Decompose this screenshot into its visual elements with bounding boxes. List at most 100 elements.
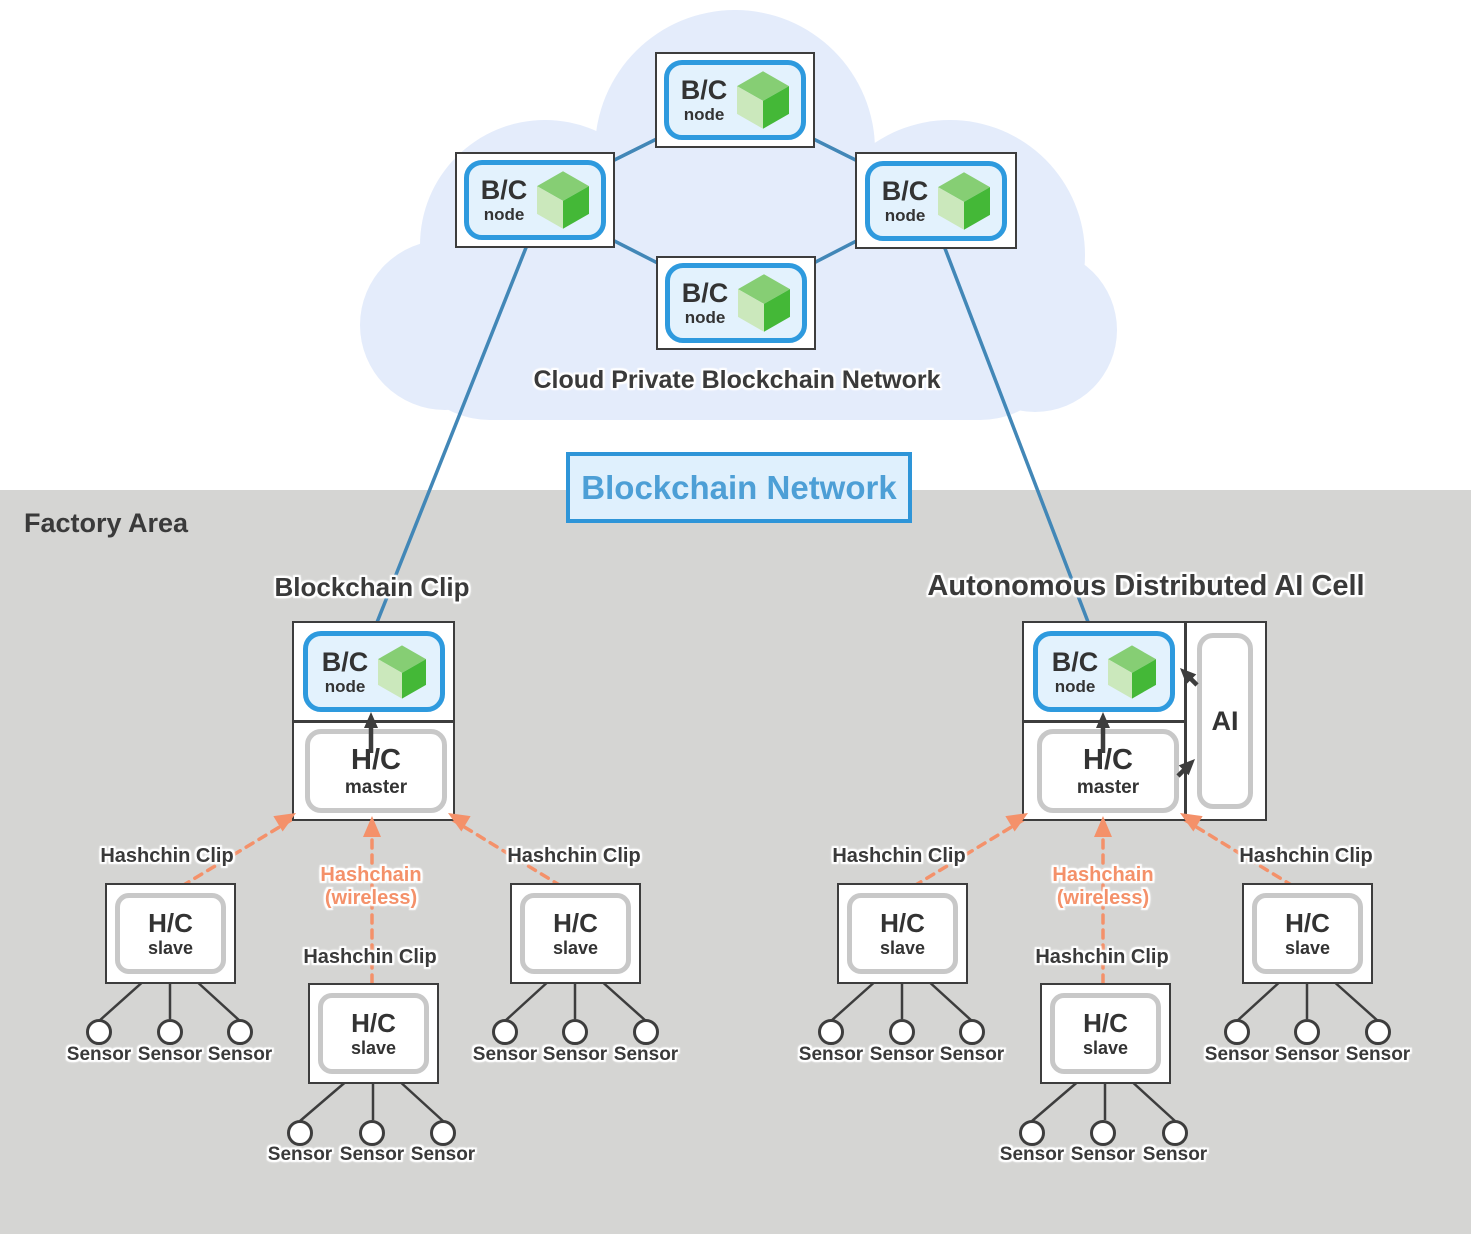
ai-box: AI bbox=[1197, 633, 1253, 809]
hc-slave-panel: H/C slave bbox=[115, 893, 226, 974]
sensor-label: Sensor bbox=[66, 1044, 132, 1065]
sensor-node bbox=[430, 1120, 456, 1146]
blockchain-cube-icon bbox=[737, 71, 790, 129]
ai-cell-title: Autonomous Distributed AI Cell bbox=[927, 570, 1365, 602]
blockchain-cube-icon bbox=[378, 644, 427, 699]
hc-label: H/C bbox=[148, 908, 193, 938]
sensor-label: Sensor bbox=[999, 1144, 1065, 1165]
bc-node-label: B/C node bbox=[321, 646, 369, 696]
sensor-node bbox=[157, 1019, 183, 1045]
hc-slave-sublabel: slave bbox=[1284, 938, 1331, 958]
sensor-label: Sensor bbox=[1345, 1044, 1411, 1065]
hashchain-wireless-label: Hashchain (wireless) bbox=[320, 864, 421, 910]
bc-sublabel: node bbox=[324, 676, 366, 696]
bc-label: B/C bbox=[681, 278, 729, 308]
bc-label: B/C bbox=[480, 175, 528, 205]
cell-divider bbox=[294, 720, 453, 723]
bc-sublabel: node bbox=[683, 105, 725, 124]
hc-label: H/C bbox=[1083, 743, 1133, 776]
sensor-node bbox=[287, 1120, 313, 1146]
cloud-bc-node-bottom: B/C node bbox=[656, 256, 816, 350]
sensor-node bbox=[1294, 1019, 1320, 1045]
bc-node-panel: B/C node bbox=[303, 631, 445, 712]
sensor-node bbox=[1365, 1019, 1391, 1045]
bc-label: B/C bbox=[881, 175, 929, 206]
sensor-label: Sensor bbox=[1204, 1044, 1270, 1065]
ai-cell-box: B/C node H/C master AI bbox=[1022, 621, 1267, 821]
sensor-node bbox=[1162, 1120, 1188, 1146]
bc-sublabel: node bbox=[1054, 676, 1096, 696]
blockchain-cube-icon bbox=[938, 171, 991, 230]
bc-node-label: B/C node bbox=[1051, 646, 1099, 696]
hashchin-clip-label: Hashchin Clip bbox=[1239, 845, 1373, 867]
bc-node-panel: B/C node bbox=[665, 263, 807, 343]
sensor-node bbox=[959, 1019, 985, 1045]
hc-slave-box: H/C slave bbox=[105, 883, 236, 984]
bc-sublabel: node bbox=[884, 205, 926, 225]
sensor-label: Sensor bbox=[472, 1044, 538, 1065]
cloud-bc-node-left: B/C node bbox=[455, 152, 615, 248]
bc-node-panel: B/C node bbox=[664, 60, 806, 140]
hc-slave-panel: H/C slave bbox=[1050, 993, 1161, 1074]
bc-sublabel: node bbox=[684, 308, 726, 327]
bc-node-panel: B/C node bbox=[865, 160, 1007, 241]
hashchin-clip-label: Hashchin Clip bbox=[507, 845, 641, 867]
sensor-node bbox=[492, 1019, 518, 1045]
bc-label: B/C bbox=[321, 646, 369, 677]
sensor-label: Sensor bbox=[1274, 1044, 1340, 1065]
bc-node-label: B/C node bbox=[480, 175, 528, 224]
bc-sublabel: node bbox=[483, 205, 525, 224]
hashchain-wireless-line2: (wireless) bbox=[324, 887, 418, 909]
sensor-node bbox=[1090, 1120, 1116, 1146]
hc-master-box: H/C master bbox=[305, 729, 447, 813]
sensor-label: Sensor bbox=[869, 1044, 935, 1065]
hashchain-wireless-line1: Hashchain bbox=[1052, 864, 1154, 886]
hc-slave-box: H/C slave bbox=[308, 983, 439, 1084]
bc-label: B/C bbox=[680, 75, 728, 105]
hashchain-wireless-line1: Hashchain bbox=[320, 864, 422, 886]
bc-node-label: B/C node bbox=[681, 278, 729, 327]
hc-label: H/C bbox=[880, 908, 925, 938]
hc-slave-box: H/C slave bbox=[837, 883, 968, 984]
hc-slave-panel: H/C slave bbox=[1252, 893, 1363, 974]
hc-slave-box: H/C slave bbox=[510, 883, 641, 984]
hc-master-sublabel: master bbox=[344, 776, 408, 798]
sensor-node bbox=[359, 1120, 385, 1146]
hc-slave-sublabel: slave bbox=[552, 938, 599, 958]
hc-slave-sublabel: slave bbox=[147, 938, 194, 958]
sensor-node bbox=[818, 1019, 844, 1045]
hc-master-box: H/C master bbox=[1037, 729, 1179, 813]
sensor-label: Sensor bbox=[939, 1044, 1005, 1065]
ai-label: AI bbox=[1211, 705, 1239, 736]
cell-divider bbox=[1184, 623, 1187, 819]
cloud-bc-node-top: B/C node bbox=[655, 52, 815, 148]
hc-slave-sublabel: slave bbox=[350, 1038, 397, 1058]
hc-slave-panel: H/C slave bbox=[318, 993, 429, 1074]
hc-label: H/C bbox=[1285, 908, 1330, 938]
cloud-bc-node-right: B/C node bbox=[855, 152, 1017, 249]
bc-label: B/C bbox=[1051, 646, 1099, 677]
hc-slave-panel: H/C slave bbox=[847, 893, 958, 974]
blockchain-network-badge: Blockchain Network bbox=[566, 452, 912, 523]
hc-slave-box: H/C slave bbox=[1040, 983, 1171, 1084]
bc-node-label: B/C node bbox=[680, 75, 728, 124]
sensor-label: Sensor bbox=[542, 1044, 608, 1065]
hc-label: H/C bbox=[351, 1008, 396, 1038]
sensor-label: Sensor bbox=[137, 1044, 203, 1065]
sensor-label: Sensor bbox=[207, 1044, 273, 1065]
sensor-label: Sensor bbox=[613, 1044, 679, 1065]
sensor-node bbox=[227, 1019, 253, 1045]
hc-label: H/C bbox=[553, 908, 598, 938]
blockchain-cube-icon bbox=[738, 274, 791, 332]
sensor-node bbox=[86, 1019, 112, 1045]
hashchain-wireless-line2: (wireless) bbox=[1056, 887, 1150, 909]
blockchain-clip-box: B/C node H/C master bbox=[292, 621, 455, 821]
sensor-node bbox=[889, 1019, 915, 1045]
hashchain-wireless-label: Hashchain (wireless) bbox=[1052, 864, 1153, 910]
hashchin-clip-label: Hashchin Clip bbox=[1035, 946, 1169, 968]
hc-slave-panel: H/C slave bbox=[520, 893, 631, 974]
sensor-label: Sensor bbox=[410, 1144, 476, 1165]
sensor-node bbox=[1224, 1019, 1250, 1045]
bc-node-label: B/C node bbox=[881, 175, 929, 225]
